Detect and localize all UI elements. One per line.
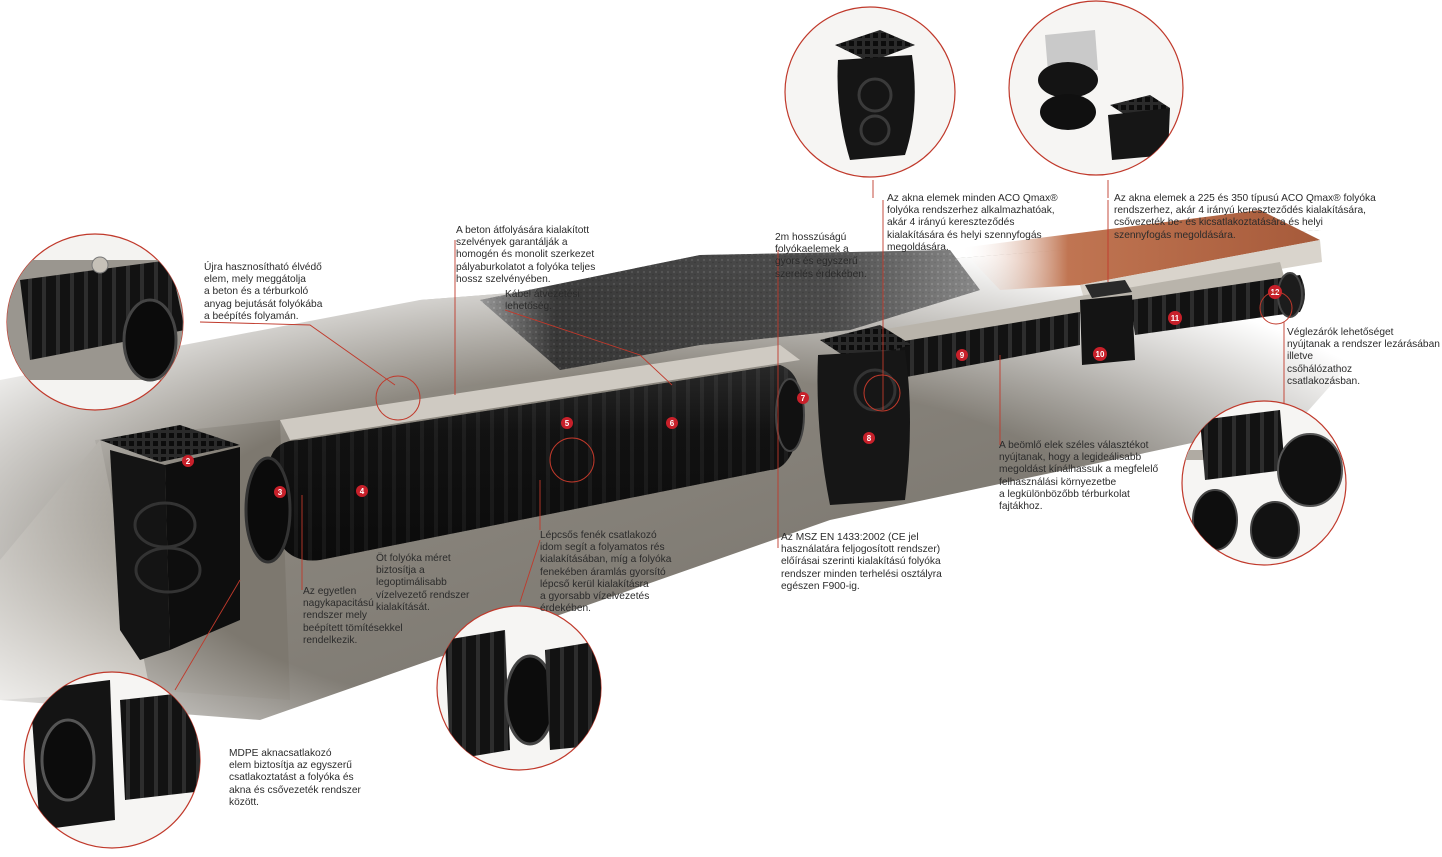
svg-text:6: 6 (670, 419, 675, 428)
label-manhole-elements: Az akna elemek minden ACO Qmax® folyóka … (887, 193, 1058, 253)
channel-body (244, 365, 805, 564)
callout-circle-6 (23, 671, 201, 849)
label-2m-elements: 2m hosszúságú folyókaelemek a gyors és e… (775, 232, 867, 280)
svg-text:8: 8 (867, 434, 872, 443)
callout-circle-4 (1181, 400, 1347, 566)
svg-text:5: 5 (565, 419, 570, 428)
marker-3: 3 (274, 486, 286, 498)
label-manhole-225-350: Az akna elemek a 225 és 350 típusú ACO Q… (1114, 193, 1376, 241)
gravel-fade (480, 250, 980, 370)
marker-8: 8 (863, 432, 875, 444)
marker-7: 7 (797, 392, 809, 404)
marker-6: 6 (666, 417, 678, 429)
marker-4: 4 (356, 485, 368, 497)
label-five-sizes: Öt folyóka méret biztosítja a legoptimál… (376, 553, 470, 613)
label-high-capacity: Az egyetlen nagykapacitású rendszer mely… (303, 586, 403, 646)
marker-9: 9 (956, 349, 968, 361)
marker-10: 10 (1093, 347, 1107, 361)
label-msz-standard: Az MSZ EN 1433:2002 (CE jel használatára… (781, 532, 942, 592)
label-edge-protector: Újra hasznosítható élvédő elem, mely meg… (204, 262, 323, 322)
svg-text:3: 3 (278, 488, 283, 497)
manhole-left (100, 425, 240, 660)
svg-text:4: 4 (360, 487, 365, 496)
svg-text:11: 11 (1171, 314, 1180, 323)
callout-circle-2 (784, 6, 956, 178)
svg-text:2: 2 (186, 457, 191, 466)
callout-circle-5 (436, 605, 602, 771)
label-end-caps: Véglezárók lehetőséget nyújtanak a rends… (1287, 327, 1440, 387)
label-cable-passage: Kábel átvezetési lehetőség. (505, 289, 580, 313)
callout-circle-1 (6, 233, 184, 411)
svg-text:10: 10 (1096, 350, 1105, 359)
label-concrete-flow: A beton átfolyására kialakított szelvény… (456, 225, 596, 285)
marker-5: 5 (561, 417, 573, 429)
svg-text:9: 9 (960, 351, 965, 360)
marker-11: 11 (1168, 311, 1182, 325)
marker-2: 2 (182, 455, 194, 467)
manhole-right (1080, 280, 1135, 365)
svg-text:7: 7 (801, 394, 806, 403)
label-step-bottom: Lépcsős fenék csatlakozó idom segít a fo… (540, 530, 672, 615)
leader-lines (174, 180, 1293, 691)
label-inlet-range: A beömlő elek széles választékot nyújtan… (999, 440, 1159, 513)
callout-circle-3 (1008, 0, 1184, 176)
label-mdpe-connector: MDPE aknacsatlakozó elem biztosítja az e… (229, 748, 361, 808)
